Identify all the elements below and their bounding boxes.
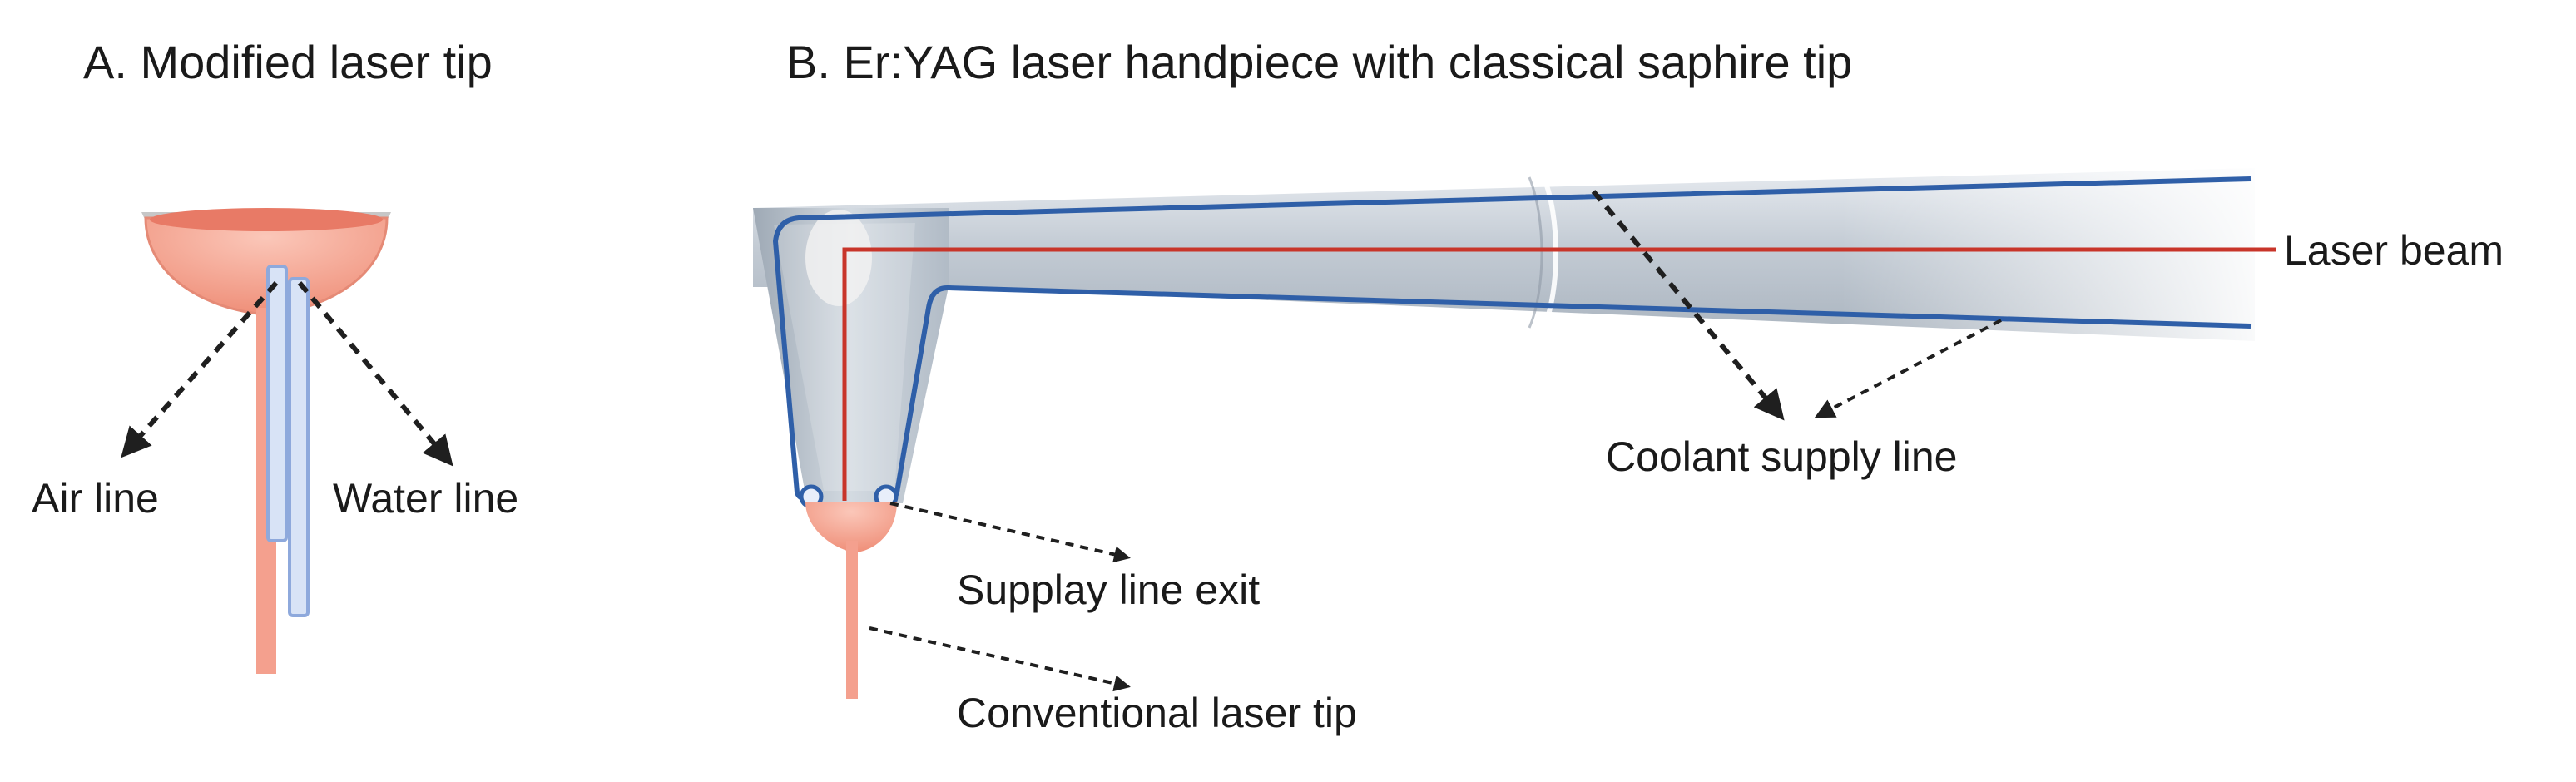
water-line-label: Water line	[333, 475, 519, 522]
handpiece	[753, 162, 2276, 699]
body-joint-shadow	[1528, 176, 1543, 329]
panel-b-title: B. Er:YAG laser handpiece with classical…	[786, 36, 1853, 88]
coolant-arrow-2	[1814, 319, 2002, 418]
laser-beam-label: Laser beam	[2284, 227, 2504, 274]
coolant-supply-label: Coolant supply line	[1606, 433, 1958, 480]
mirror	[805, 210, 872, 306]
coolant-arrow-1	[1591, 190, 1785, 421]
conventional-tip-label: Conventional laser tip	[957, 690, 1357, 736]
air-line-arrow	[121, 281, 279, 458]
panel-a-title: A. Modified laser tip	[83, 36, 493, 88]
exit-arrow	[889, 502, 1131, 563]
conventional-tip-cup	[805, 502, 897, 552]
water-tube	[288, 277, 310, 617]
air-tube	[266, 265, 288, 542]
body-joint	[1541, 175, 1558, 330]
tip-arrow	[869, 626, 1131, 692]
conventional-tip-shaft	[846, 541, 858, 699]
water-line-arrow	[297, 281, 453, 467]
supply-line-exit-label: Supplay line exit	[957, 567, 1261, 613]
modified-tip	[121, 208, 453, 674]
air-line-label: Air line	[32, 475, 159, 522]
laser-beam-path	[842, 247, 2276, 501]
tip-cup-opening	[150, 208, 383, 231]
